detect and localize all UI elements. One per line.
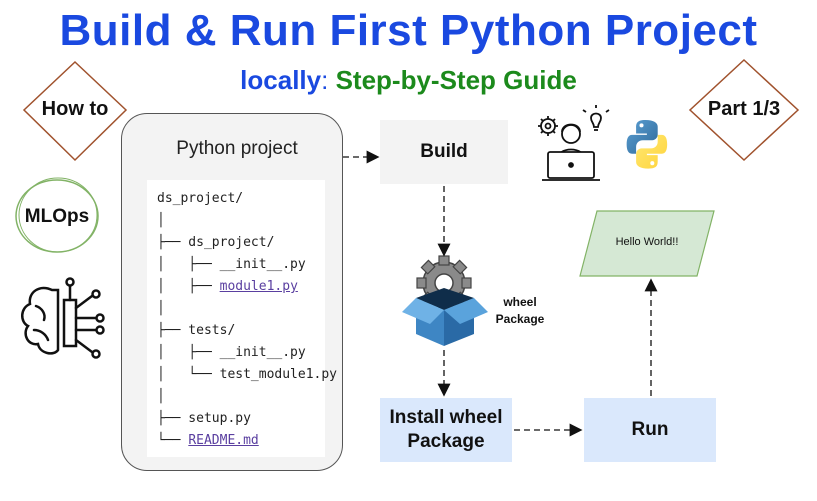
subtitle-guide: Step-by-Step Guide (335, 65, 577, 95)
file-tree: ds_project/ │ ├── ds_project/ │ ├── __init_… (157, 188, 337, 452)
tree-line: │ (157, 389, 165, 404)
tree-line: ├── ds_project/ (157, 235, 275, 250)
brain-circuit-icon (21, 277, 105, 359)
wheel-label-line1: wheel (503, 295, 537, 309)
tree-prefix: │ ├── (157, 279, 220, 294)
tree-line: ├── tests/ (157, 323, 236, 338)
gear-box-icon (402, 255, 488, 346)
tree-line: │ ├── __init__.py (157, 257, 306, 272)
tree-line: │ (157, 213, 165, 228)
tree-prefix: └── (157, 433, 189, 448)
build-label: Build (420, 141, 468, 162)
wheel-label-line2: Package (495, 312, 545, 326)
module1-link[interactable]: module1.py (219, 279, 298, 294)
output-parallelogram (579, 210, 715, 277)
tree-line: │ ├── __init__.py (157, 345, 306, 360)
mlops-circle-sketch (18, 177, 98, 253)
subtitle-locally: locally (240, 65, 322, 95)
mlops-label: MLOps (24, 206, 90, 227)
tree-line: │ (157, 301, 165, 316)
tree-line: ds_project/ (157, 191, 244, 206)
hello-world-output: Hello World!! (615, 236, 679, 248)
tree-line: └── README.md (157, 430, 337, 452)
tree-line: │ ├── module1.py (157, 276, 337, 298)
file-tree-panel (147, 180, 325, 457)
how-to-label: How to (41, 98, 109, 120)
subtitle-colon: : (321, 65, 336, 95)
python-logo-icon (626, 120, 668, 169)
python-project-title: Python project (176, 138, 298, 159)
page-subtitle: locally: Step-by-Step Guide (0, 64, 817, 96)
tree-line: │ └── test_module1.py (157, 367, 338, 382)
developer-laptop-icon (538, 105, 610, 181)
readme-link[interactable]: README.md (188, 433, 259, 448)
part-label: Part 1/3 (707, 98, 781, 120)
how-to-diamond (22, 60, 128, 162)
install-label-line1: Install wheel (389, 407, 503, 428)
install-label-line2: Package (407, 431, 485, 452)
page-title: Build & Run First Python Project (59, 6, 758, 55)
run-step: Run (584, 398, 716, 462)
part-diamond (688, 58, 800, 162)
run-label: Run (631, 419, 669, 440)
tree-line: ├── setup.py (157, 411, 251, 426)
build-step: Build (380, 120, 508, 184)
